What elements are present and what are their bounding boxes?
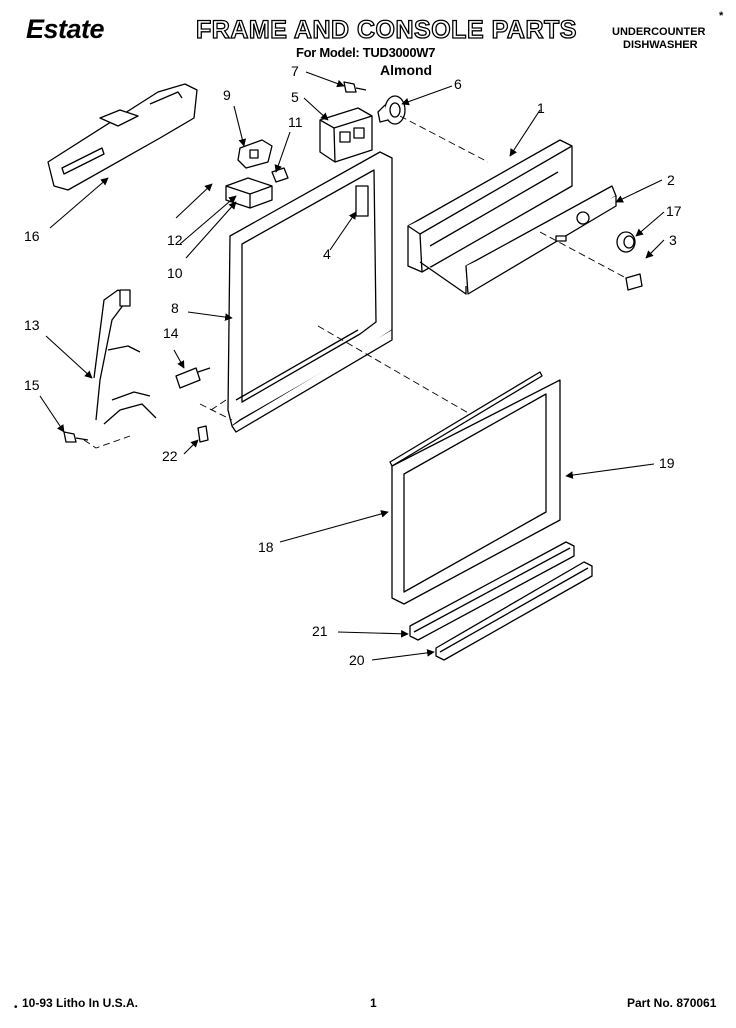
part-14-switch: [175, 367, 211, 389]
model-number: For Model: TUD3000W7: [296, 45, 436, 60]
callout-labels: 1 2 3 4 5 6 7 8 9 10 11 12 13 14 15 16 1…: [24, 63, 682, 668]
page-number: 1: [370, 996, 377, 1010]
part-17-knob: [616, 231, 636, 253]
callout-11: 11: [288, 114, 303, 130]
product-type-line2: DISHWASHER: [623, 39, 698, 51]
product-type-line1: UNDERCOUNTER: [612, 26, 706, 38]
callout-13: 13: [24, 317, 40, 333]
part-2-control-panel: [465, 185, 617, 295]
callout-14: 14: [163, 325, 179, 341]
callout-19: 19: [659, 455, 675, 471]
part-number: Part No. 870061: [627, 996, 717, 1010]
callout-15: 15: [24, 377, 40, 393]
callout-17: 17: [666, 203, 682, 219]
corner-mark: *: [719, 10, 724, 22]
litho-note: 10-93 Litho In U.S.A.: [22, 996, 139, 1010]
part-10-latch-housing: [225, 177, 273, 209]
part-9-latch: [237, 139, 273, 169]
part-19-door-panel: [389, 371, 561, 605]
part-21-trim: [409, 541, 575, 641]
callout-1: 1: [537, 100, 545, 116]
callout-5: 5: [291, 89, 299, 105]
part-5-switch: [319, 107, 373, 163]
page-title: FRAME AND CONSOLE PARTS: [195, 15, 577, 44]
part-6-knob: [377, 95, 406, 125]
part-20-trim: [435, 561, 593, 661]
callout-12: 12: [167, 232, 183, 248]
part-3-button: [625, 273, 643, 291]
part-7-screw: [343, 81, 367, 93]
part-1-console: [407, 139, 573, 295]
callout-3: 3: [669, 232, 677, 248]
callout-21: 21: [312, 623, 328, 639]
part-8-door-frame: [227, 151, 393, 433]
callout-20: 20: [349, 652, 365, 668]
callout-9: 9: [223, 87, 231, 103]
callout-22: 22: [162, 448, 178, 464]
part-11-clip: [271, 167, 289, 183]
part-16-console-trim: [47, 83, 198, 191]
callout-6: 6: [454, 76, 462, 92]
part-13-wire-harness: [93, 289, 157, 425]
callout-4: 4: [323, 246, 331, 262]
callout-16: 16: [24, 228, 40, 244]
bullet-mark: •: [14, 1002, 18, 1013]
brand-logo: Estate: [26, 14, 105, 44]
callout-18: 18: [258, 539, 274, 555]
leader-arrows: [39, 71, 665, 661]
part-22-clip: [197, 425, 209, 443]
model-color: Almond: [380, 62, 433, 78]
explode-lines: [83, 115, 627, 449]
callout-8: 8: [171, 300, 179, 316]
part-15-screw: [63, 431, 89, 443]
callout-7: 7: [291, 63, 299, 79]
callout-10: 10: [167, 265, 183, 281]
callout-2: 2: [667, 172, 675, 188]
